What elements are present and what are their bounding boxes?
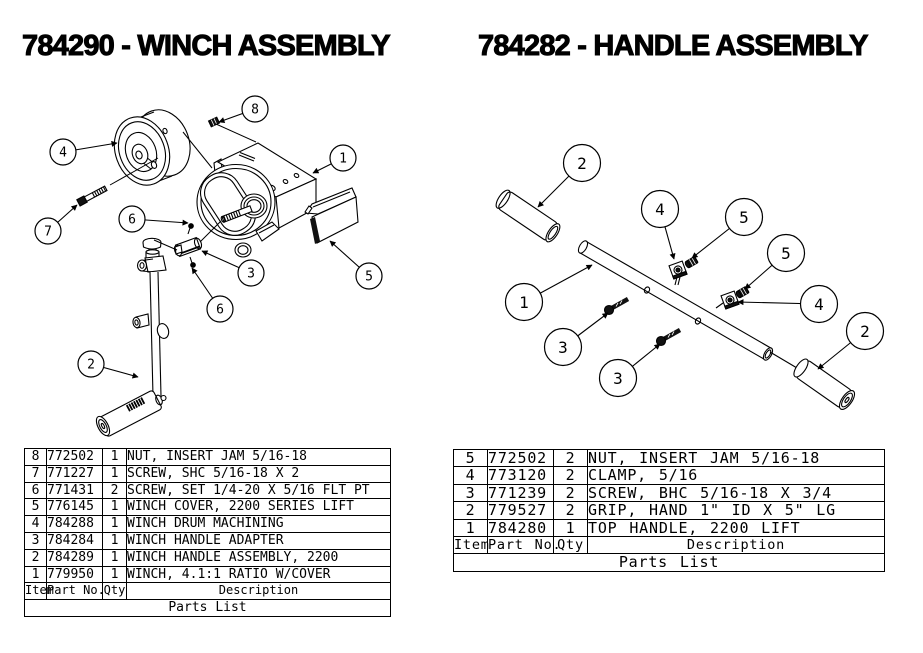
svg-text:2: 2 [577,154,587,173]
winch-body-drawing [196,142,318,258]
svg-text:4: 4 [655,200,665,219]
svg-text:3: 3 [558,338,568,357]
svg-text:5: 5 [781,244,791,263]
svg-text:7: 7 [44,225,52,240]
svg-text:1: 1 [519,293,529,312]
hand-grip-lower-drawing [769,351,856,411]
table-caption-row: Parts List [24,599,391,617]
svg-text:3: 3 [247,267,255,282]
winch-drum-drawing [113,109,191,186]
svg-text:1: 1 [339,152,347,167]
svg-text:6: 6 [216,303,224,318]
svg-text:8: 8 [251,103,259,118]
jam-nut-a-drawing [684,256,699,269]
winch-cover-drawing [304,187,359,244]
svg-text:5: 5 [739,208,749,227]
winch-assembly-title: 784290 - WINCH ASSEMBLY [22,30,392,63]
crank-handle-drawing [95,237,170,437]
shc-screw-drawing [76,185,108,207]
svg-text:4: 4 [59,146,67,161]
table-caption-row: Parts List [453,553,885,572]
handle-assembly-drawing: 2 4 5 5 4 1 3 3 2 [495,143,885,411]
bhc-screw-a-drawing [603,297,630,316]
clamp-b-drawing [715,290,740,310]
top-handle-tube-drawing [577,240,774,361]
hand-grip-upper-drawing [495,189,561,243]
set-screw-8-drawing [207,116,221,128]
clamp-a-drawing [668,260,688,286]
handle-assembly-title: 784282 - HANDLE ASSEMBLY [478,30,869,63]
svg-text:3: 3 [613,369,623,388]
svg-text:2: 2 [860,322,870,341]
winch-assembly-drawing: 8 4 7 6 3 6 5 1 2 [34,95,383,437]
leader-lines [47,108,370,379]
jam-nut-b-drawing [735,286,750,299]
svg-text:5: 5 [365,270,373,285]
svg-text:6: 6 [128,213,136,228]
svg-text:4: 4 [814,295,824,314]
winch-balloons: 8 4 7 6 3 6 5 1 2 [34,95,383,378]
assembly-axis-lines [109,123,257,251]
bhc-screw-b-drawing [655,328,682,347]
svg-text:2: 2 [87,358,95,373]
handle-balloons: 2 4 5 5 4 1 3 3 2 [504,143,885,398]
handle-adapter-drawing [173,223,203,268]
